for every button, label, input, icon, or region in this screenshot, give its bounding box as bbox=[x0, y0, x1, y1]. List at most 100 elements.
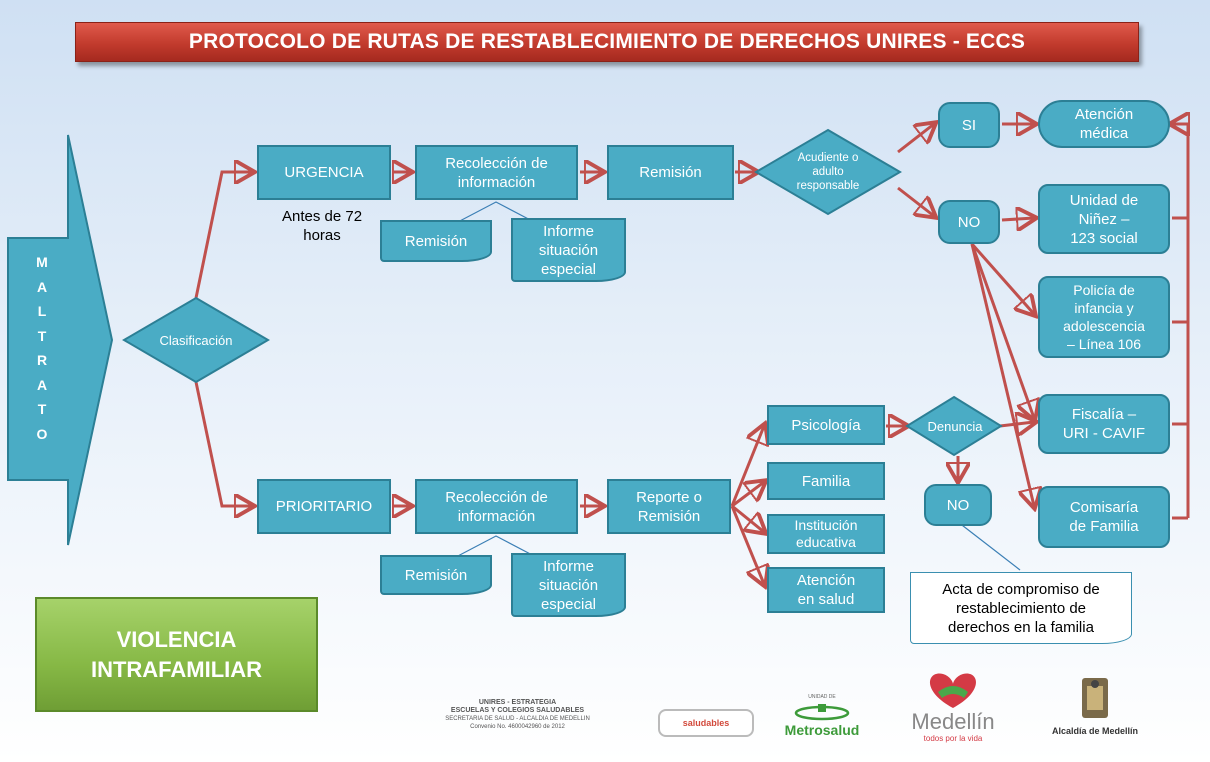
alcaldia-logo: Alcaldía de Medellín bbox=[1040, 674, 1150, 746]
box-line: Remisión bbox=[637, 507, 701, 525]
box-line: URI - CAVIF bbox=[1062, 425, 1146, 442]
note-line: horas bbox=[303, 227, 341, 244]
page-title: PROTOCOLO DE RUTAS DE RESTABLECIMIENTO D… bbox=[75, 22, 1139, 62]
clasificacion-label: Clasificación bbox=[159, 332, 233, 348]
box-line: información bbox=[457, 173, 536, 191]
arrow-to-urgencia bbox=[194, 172, 252, 299]
comisaria-box: Comisaría de Familia bbox=[1038, 486, 1170, 548]
arrow-reporte-institucion bbox=[731, 504, 764, 532]
alcaldia-text: Alcaldía de Medellín bbox=[1051, 726, 1139, 736]
institucion-box: Institución educativa bbox=[767, 514, 885, 554]
box-line: – Línea 106 bbox=[1067, 336, 1141, 352]
denuncia-label: Denuncia bbox=[927, 418, 983, 434]
medellin-logo: Medellín todos por la vida bbox=[898, 668, 1008, 752]
arrow-to-prioritario bbox=[194, 381, 252, 506]
maltrato-letter: R bbox=[36, 352, 48, 368]
logo-line: Convenio No. 4600042960 de 2012 bbox=[470, 724, 565, 730]
arrow-loop-atencion bbox=[1172, 124, 1188, 518]
doc-line: situación bbox=[538, 241, 599, 259]
salud-box: Atención en salud bbox=[767, 567, 885, 613]
doc-line: restablecimiento de bbox=[955, 599, 1087, 617]
acta-compromiso-doc: Acta de compromiso de restablecimiento d… bbox=[910, 572, 1132, 644]
maltrato-letter: A bbox=[36, 278, 48, 295]
fiscalia-box: Fiscalía – URI - CAVIF bbox=[1038, 394, 1170, 454]
metrosalud-text: Metrosalud bbox=[784, 722, 860, 738]
arrow-decision-si bbox=[897, 124, 934, 154]
metrosalud-logo: UNIDAD DE Metrosalud bbox=[772, 694, 872, 746]
acudiente-diamond bbox=[754, 128, 902, 216]
box-line: Atención bbox=[1074, 106, 1134, 123]
urgencia-remision-box: Remisión bbox=[607, 145, 734, 200]
familia-box: Familia bbox=[767, 462, 885, 500]
coat-of-arms-icon bbox=[1082, 678, 1108, 718]
box-line: Comisaría bbox=[1069, 499, 1139, 516]
si-box: SI bbox=[938, 102, 1000, 148]
box-line: Recolección de bbox=[445, 154, 548, 172]
saludables-logo: saludables bbox=[658, 709, 754, 737]
arrow-no-fiscalia bbox=[970, 243, 1034, 418]
box-line: educativa bbox=[796, 534, 856, 550]
metrosalud-icon bbox=[794, 704, 850, 721]
saludables-text: saludables bbox=[682, 718, 730, 728]
arrow-reporte-psicologia bbox=[730, 426, 764, 507]
unires-logo: UNIRES - ESTRATEGIA ESCUELAS Y COLEGIOS … bbox=[405, 699, 630, 731]
arrow-no-policia bbox=[970, 243, 1034, 314]
decision-line: responsable bbox=[796, 180, 860, 192]
box-line: infancia y bbox=[1074, 300, 1134, 316]
maltrato-letter: A bbox=[36, 376, 48, 393]
box-line: 123 social bbox=[1070, 229, 1138, 247]
box-line: de Familia bbox=[1069, 518, 1139, 535]
box-line: Unidad de bbox=[1069, 191, 1139, 209]
arrow-reporte-familia bbox=[731, 482, 764, 508]
urgencia-box: URGENCIA bbox=[257, 145, 391, 200]
logo-line: UNIRES - ESTRATEGIA bbox=[478, 699, 557, 706]
tie-no-acta bbox=[957, 521, 1021, 571]
psicologia-box: Psicología bbox=[767, 405, 885, 445]
logo-line: SECRETARIA DE SALUD - ALCALDIA DE MEDELL… bbox=[445, 716, 590, 722]
reporte-box: Reporte o Remisión bbox=[607, 479, 731, 534]
maltrato-letter: L bbox=[37, 303, 47, 319]
no-box: NO bbox=[938, 200, 1000, 244]
box-line: Atención bbox=[796, 572, 856, 589]
decision-line: Acudiente o bbox=[797, 152, 859, 164]
arrow-denuncia-fiscalia bbox=[999, 422, 1034, 426]
urgencia-recoleccion-box: Recolección de información bbox=[415, 145, 578, 200]
box-line: adolescencia bbox=[1063, 318, 1145, 334]
urgencia-doc-informe: Informe situación especial bbox=[511, 218, 626, 282]
prioritario-doc-remision: Remisión bbox=[380, 555, 492, 595]
maltrato-label: M A L T R A T O bbox=[30, 250, 54, 446]
medellin-sub-text: todos por la vida bbox=[923, 734, 983, 743]
box-line: información bbox=[457, 507, 536, 525]
metrosalud-top-text: UNIDAD DE bbox=[808, 694, 836, 700]
doc-line: Informe bbox=[543, 557, 594, 575]
arrow-decision-no bbox=[897, 186, 934, 216]
arrow-no-unidad bbox=[1001, 218, 1034, 220]
vi-line: VIOLENCIA bbox=[116, 626, 237, 652]
prioritario-recoleccion-box: Recolección de información bbox=[415, 479, 578, 534]
note-line: Antes de 72 bbox=[281, 208, 363, 225]
doc-line: derechos en la familia bbox=[948, 618, 1094, 636]
policia-box: Policía de infancia y adolescencia – Lín… bbox=[1038, 276, 1170, 358]
arrow-no-comisaria bbox=[970, 243, 1034, 506]
unidad-ninez-box: Unidad de Niñez – 123 social bbox=[1038, 184, 1170, 254]
heart-icon bbox=[929, 673, 977, 708]
doc-line: especial bbox=[540, 260, 597, 278]
maltrato-letter: T bbox=[37, 327, 47, 344]
vi-line: INTRAFAMILIAR bbox=[90, 656, 263, 682]
box-line: Policía de bbox=[1073, 282, 1135, 298]
maltrato-letter: O bbox=[36, 425, 48, 442]
box-line: Recolección de bbox=[445, 488, 548, 506]
doc-line: situación bbox=[538, 576, 599, 594]
box-line: en salud bbox=[797, 591, 855, 608]
box-line: médica bbox=[1079, 125, 1129, 142]
box-line: Institución bbox=[794, 517, 858, 533]
violencia-intrafamiliar-label: VIOLENCIA INTRAFAMILIAR bbox=[35, 597, 318, 712]
box-line: Reporte o bbox=[636, 488, 702, 506]
box-line: Fiscalía – bbox=[1071, 406, 1137, 423]
doc-line: Informe bbox=[543, 222, 594, 240]
atencion-medica-box: Atención médica bbox=[1038, 100, 1170, 148]
urgencia-doc-remision: Remisión bbox=[380, 220, 492, 262]
doc-line: especial bbox=[540, 595, 597, 613]
